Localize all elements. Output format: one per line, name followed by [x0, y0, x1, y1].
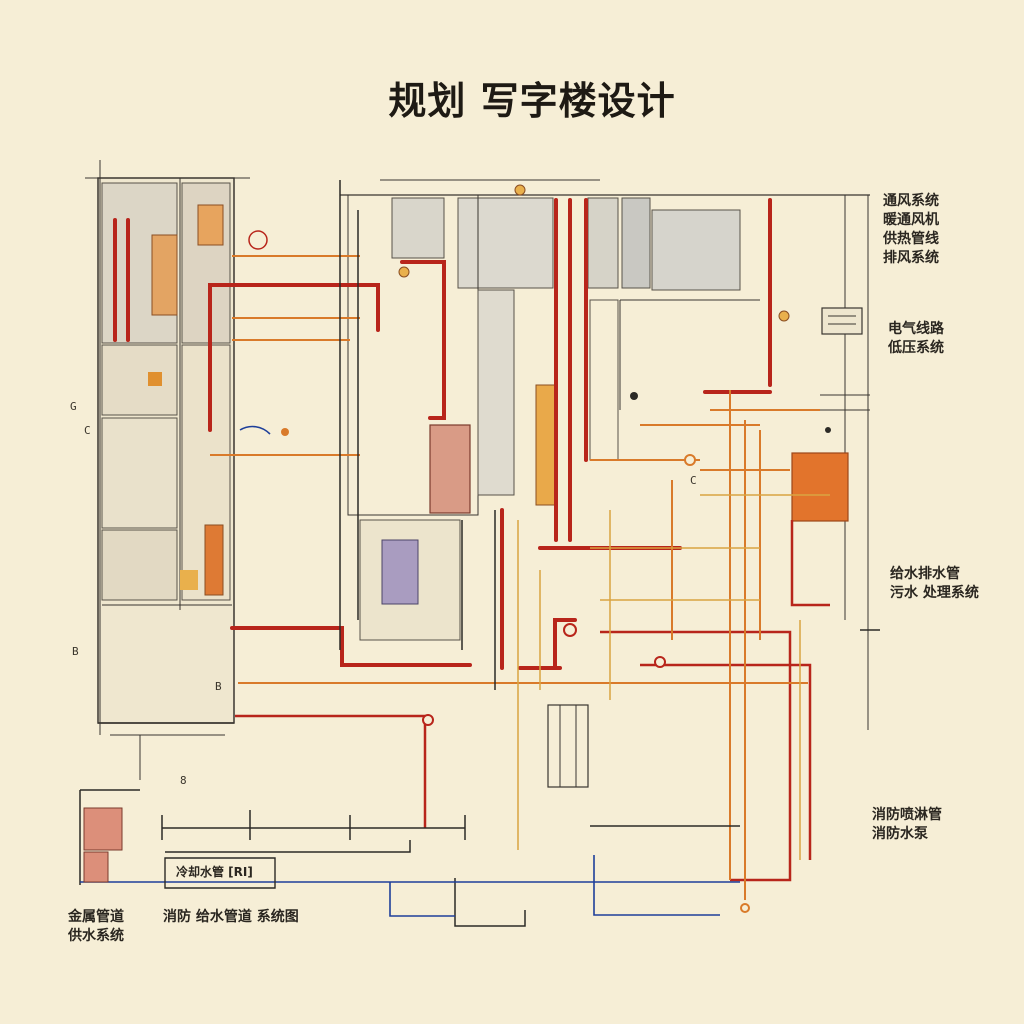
ink-lines [79, 180, 880, 927]
label-right-top: 通风系统 暖通风机 供热管线 排风系统 [883, 193, 939, 266]
left-building-block [85, 160, 250, 780]
right-equipment [791, 195, 870, 730]
tick-label-6: B [72, 645, 79, 658]
bottom-left-box-upper [83, 807, 123, 851]
label-right-bottom: 消防喷淋管 消防水泵 [872, 807, 942, 842]
label-legend-box: 冷却水管 [RI] [176, 865, 253, 879]
orange-pipes [210, 255, 820, 900]
label-bottom-center: 消防 给水管道 系统图 [163, 909, 299, 925]
tick-label-2: C [84, 424, 91, 437]
bottom-left-box-lower [83, 851, 109, 883]
label-right-lower: 给水排水管 污水 处理系统 [890, 566, 979, 601]
tick-label-3: B [215, 680, 222, 693]
diagram-title: 规划 写字楼设计 [388, 78, 676, 123]
central-building-block [340, 179, 870, 788]
tick-label-1: G [70, 400, 77, 413]
tick-label-4: 8 [180, 774, 187, 787]
label-bottom-left: 金属管道 供水系统 [68, 909, 124, 944]
valve-nodes [248, 184, 831, 913]
red-secondary-pipes [235, 520, 830, 882]
tick-label-5: C [690, 474, 697, 487]
label-right-mid: 电气线路 低压系统 [888, 321, 944, 356]
blue-pipes [80, 425, 740, 917]
legend-box-frame [164, 857, 276, 889]
yellow-pipes [517, 494, 830, 860]
